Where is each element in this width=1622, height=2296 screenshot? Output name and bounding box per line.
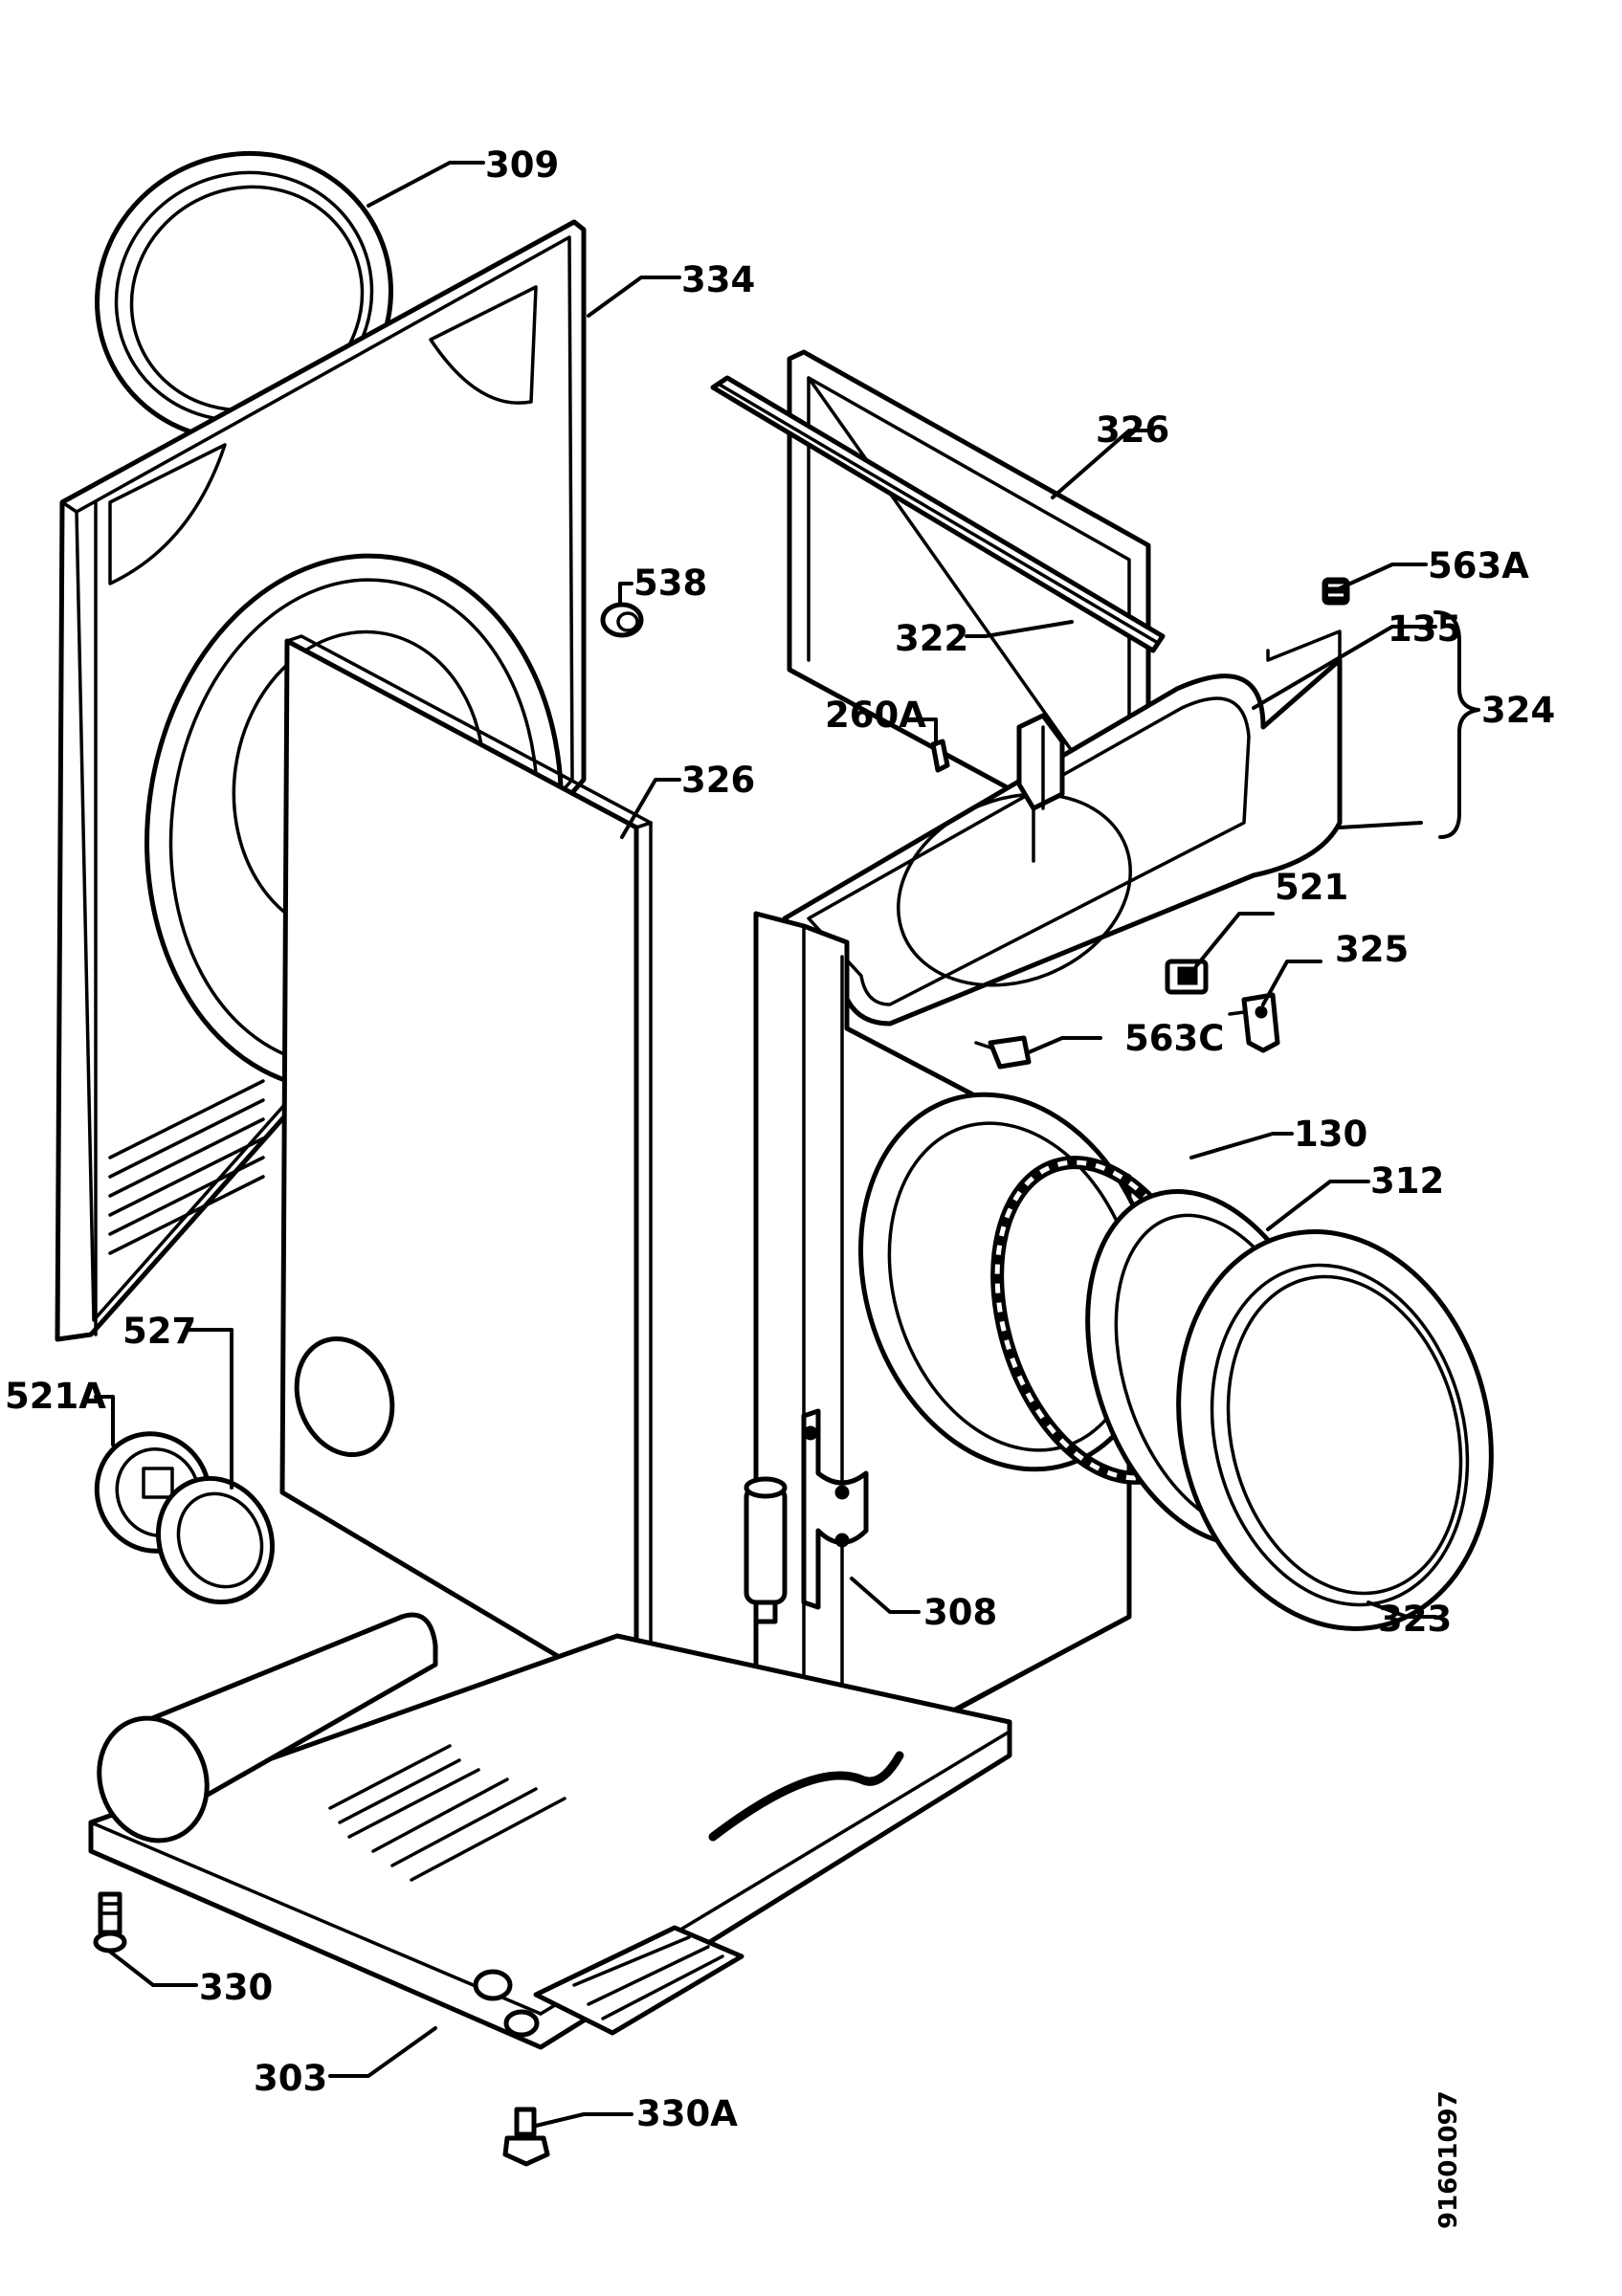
callout-334: 334 [681,259,755,300]
sensor-component [1228,992,1280,1053]
top-duct-assembly [782,629,1343,1027]
adjustable-foot-rear [502,2107,550,2167]
base-plate [88,1612,1012,2050]
grommet [600,602,644,638]
drawing-code: 91601097 [1434,2090,1463,2229]
callout-309: 309 [485,144,559,186]
callout-538: 538 [633,563,707,604]
plastic-clip [974,1035,1032,1070]
adjustable-foot [93,1891,127,1954]
callout-330a: 330A [636,2093,738,2134]
callout-322: 322 [895,618,968,659]
callout-330: 330 [199,1967,273,2008]
rear-panel-vents [108,1079,265,1255]
callout-325: 325 [1335,929,1409,970]
callout-326-top: 326 [1096,409,1169,451]
callout-135: 135 [1388,608,1461,650]
callout-312: 312 [1370,1160,1444,1202]
callout-303: 303 [254,2058,327,2099]
switch-component [1165,959,1209,995]
fan-impeller [155,1475,276,1605]
callout-521: 521 [1275,867,1348,908]
knob-cap [1322,577,1350,606]
door-hinge [744,1408,869,1624]
callout-260a: 260A [825,695,926,736]
side-panel-left [279,634,653,1706]
callout-308: 308 [923,1592,997,1633]
door-front-frame [1176,1229,1494,1631]
callout-563c: 563C [1124,1018,1224,1059]
callout-326-side: 326 [681,760,755,801]
small-clip [930,739,950,773]
sealing-strip [710,375,1166,653]
brace-324 [1433,610,1480,839]
callout-527: 527 [122,1311,196,1352]
callout-521a: 521A [5,1376,106,1417]
callout-324: 324 [1481,690,1555,731]
callout-130: 130 [1294,1114,1367,1155]
leader-lines [94,161,1437,2128]
base-plate-vents [328,1744,567,1882]
callout-323: 323 [1378,1599,1452,1640]
callout-563a: 563A [1428,545,1529,586]
